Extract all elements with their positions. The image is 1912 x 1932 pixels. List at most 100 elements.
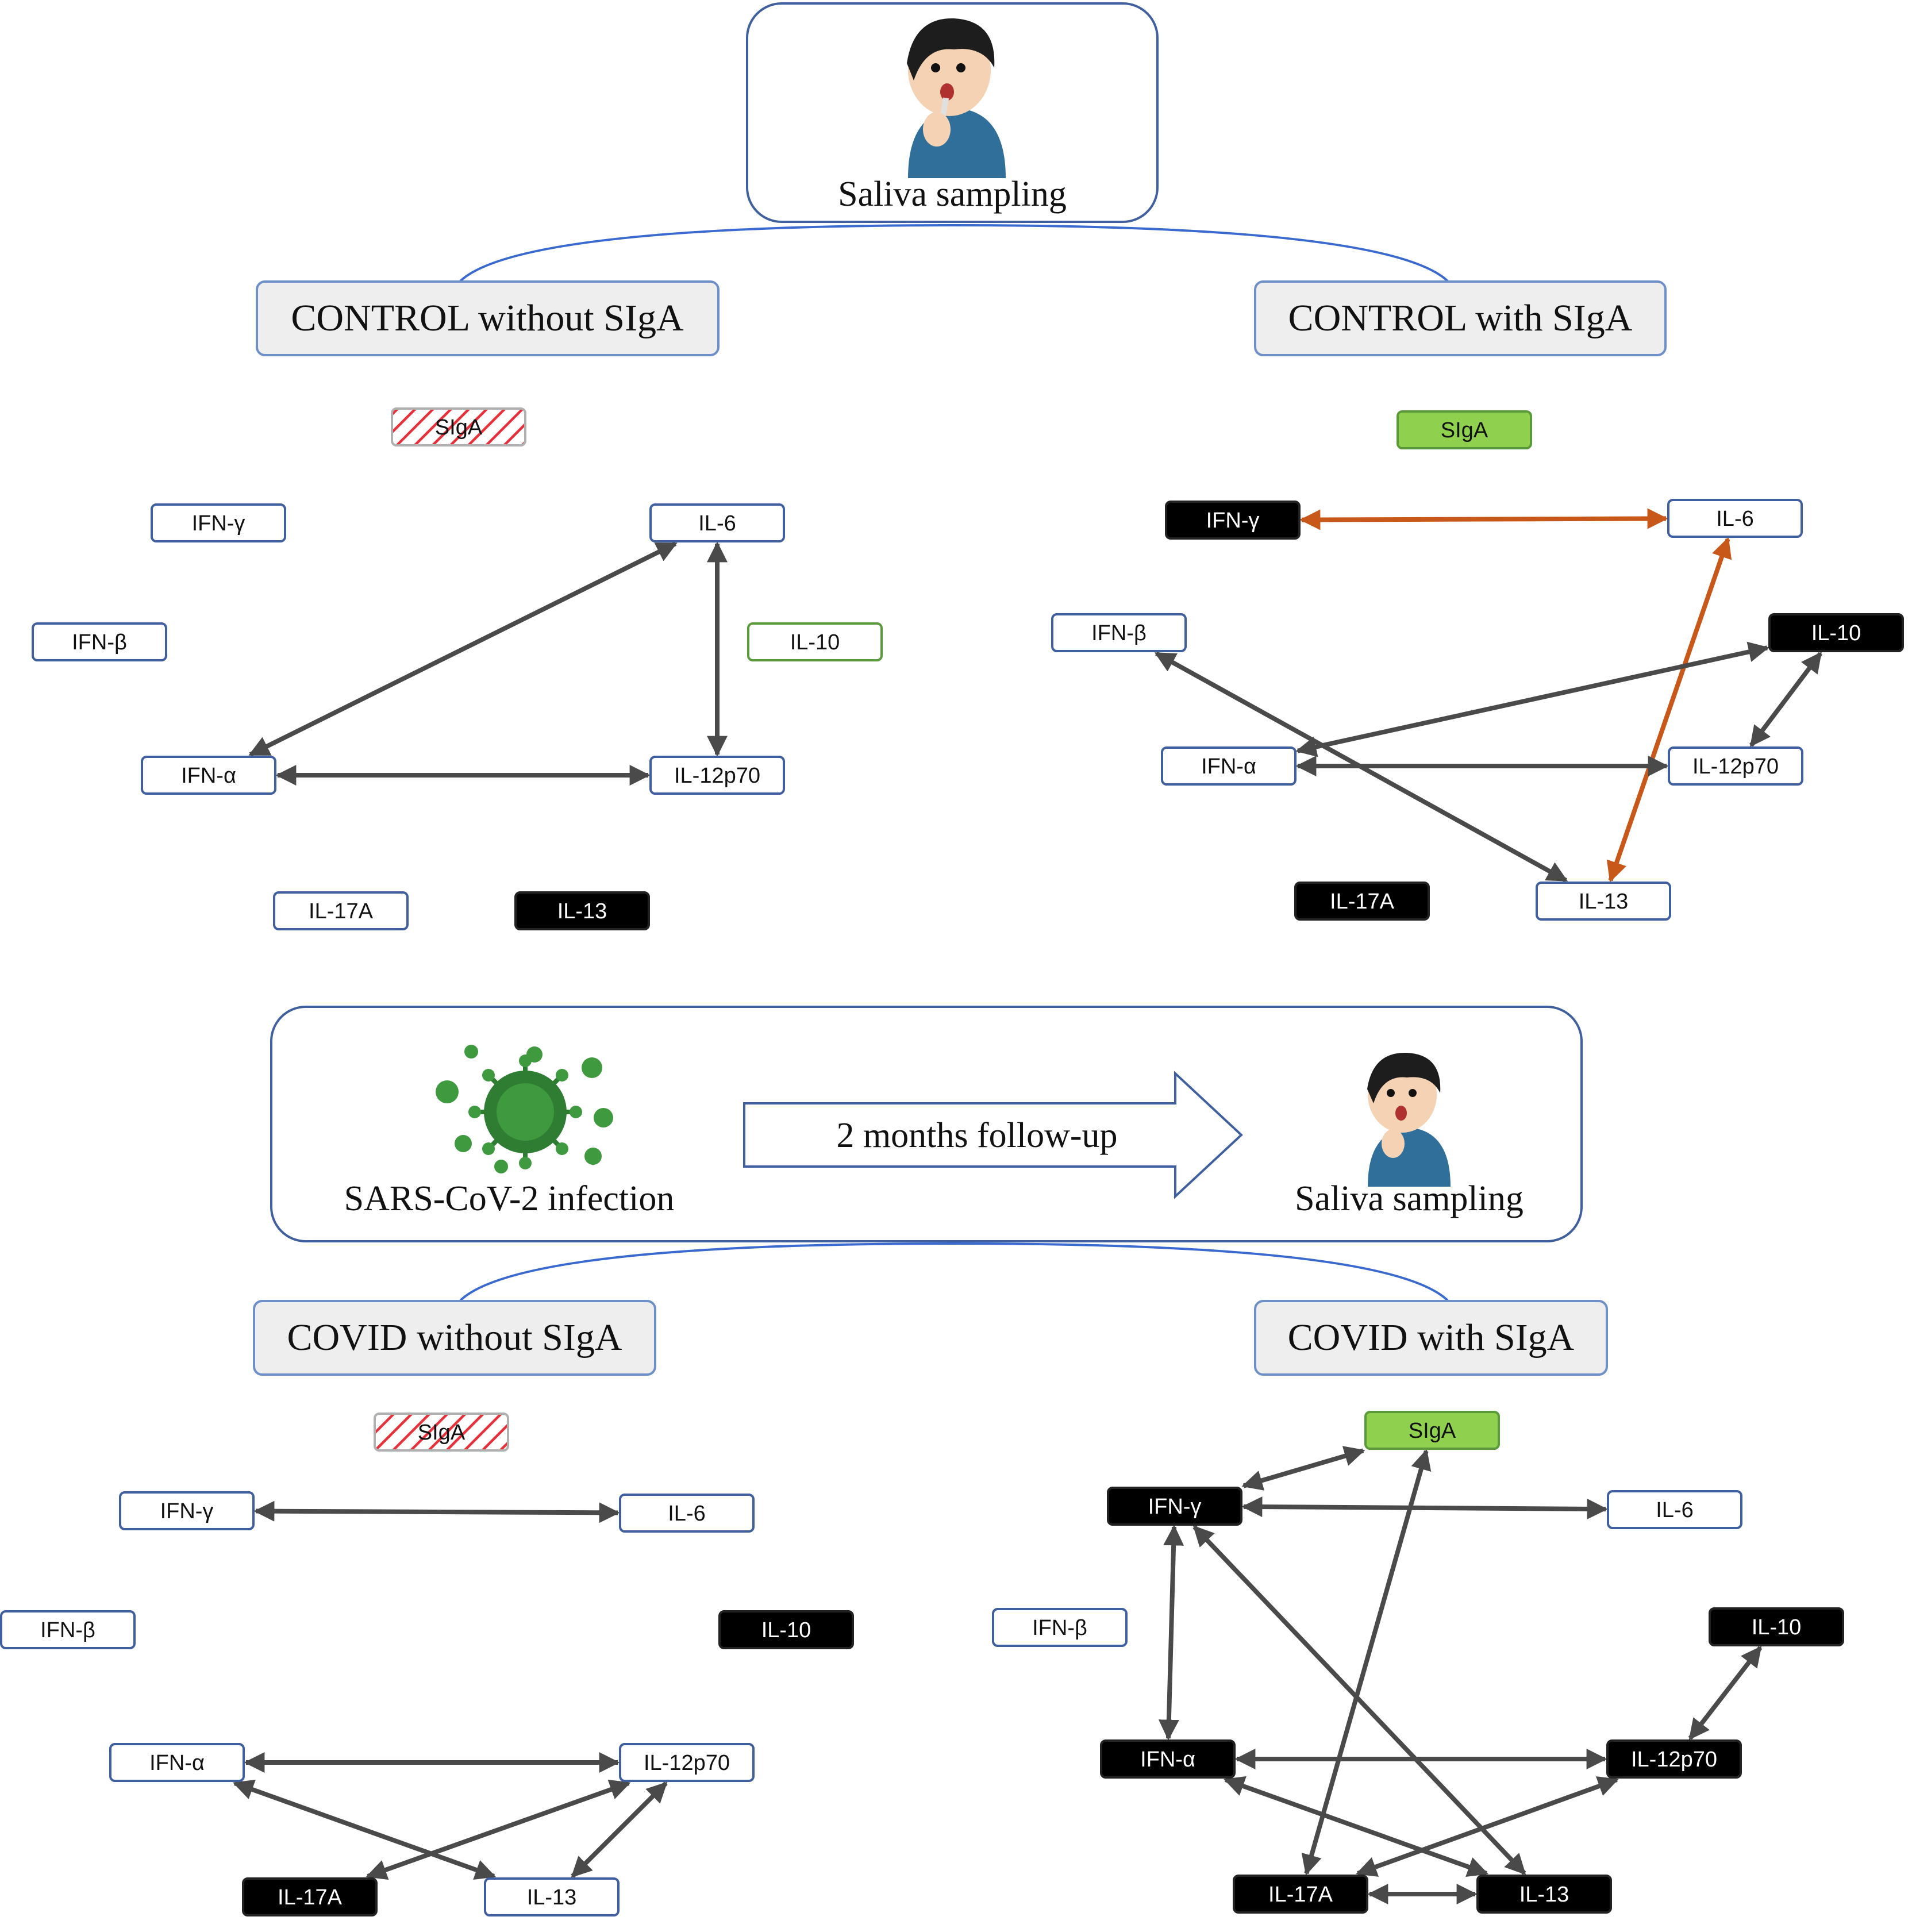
node-ifn-b: IFN-β [32,622,167,661]
edge-IL-10-IL-12p70 [1749,652,1823,747]
node-label: IL-17A [1268,1883,1333,1907]
node-label: IFN-β [1091,621,1147,645]
node-label: IFN-α [1140,1748,1195,1772]
node-label: SIgA [1409,1419,1456,1443]
node-label: IL-12p70 [1692,755,1779,779]
node-label: IL-6 [1716,507,1753,531]
node-il-13: IL-13 [1536,882,1671,921]
panel-header-control-without: CONTROL without SIgA [256,280,720,356]
edge-IFN-a-IL-13 [232,1780,497,1880]
node-label: IFN-α [1201,755,1256,779]
infection-label: SARS-CoV-2 infection [344,1179,675,1218]
panel-title: COVID with SIgA [1288,1317,1575,1358]
panel-title: COVID without SIgA [287,1317,622,1358]
virus-icon [436,1045,613,1173]
node-il-17a: IL-17A [1294,882,1430,921]
panel-header-covid-with: COVID with SIgA [1254,1300,1608,1376]
node-il-12p70: IL-12p70 [1668,746,1803,786]
node-ifn-g: IFN-γ [1165,501,1301,540]
node-il-12p70: IL-12p70 [649,756,785,795]
node-label: IL-10 [1752,1615,1802,1639]
node-ifn-g: IFN-γ [151,503,286,542]
node-il-17a: IL-17A [1233,1875,1368,1914]
node-il-6: IL-6 [1667,499,1803,538]
node-ifn-a: IFN-α [109,1743,245,1782]
followup-arrow [743,1071,1243,1199]
person-icon [907,18,1006,178]
node-label: IL-6 [668,1502,705,1526]
edge-IL-12p70-IL-17A [1356,1776,1619,1877]
edge-IL-6-IL-13 [1606,537,1732,883]
node-il-13: IL-13 [484,1877,620,1916]
edge-IL-12p70-IL-13 [571,1781,668,1878]
node-ifn-a: IFN-α [1161,746,1297,786]
node-label: IL-13 [527,1885,577,1910]
node-label: IL-10 [790,630,840,655]
edge-IFN-g-IL-6 [253,1500,620,1523]
node-ifn-g: IFN-γ [1107,1487,1242,1526]
node-ifn-a: IFN-α [1100,1739,1236,1779]
node-il-13: IL-13 [1476,1875,1612,1914]
edge-IFN-g-IL-6 [1241,1496,1608,1519]
node-label: IFN-γ [192,511,245,536]
node-label: SIgA [1441,418,1488,442]
node-ifn-b: IFN-β [992,1608,1128,1647]
node-label: IL-10 [1811,621,1861,645]
node-label: IL-13 [557,899,607,923]
top-saliva-label: Saliva sampling [838,175,1067,214]
node-il-12p70: IL-12p70 [1606,1739,1742,1779]
edge-IL-10-IL-12p70 [1688,1646,1763,1740]
node-il-17a: IL-17A [242,1877,378,1916]
node-label: SIgA [418,1421,466,1445]
node-label: IL-10 [761,1618,811,1642]
node-label: IFN-α [149,1751,205,1775]
node-label: IFN-β [40,1618,95,1642]
node-label: IL-17A [278,1885,343,1910]
node-label: IL-6 [698,511,736,536]
node-label: IL-13 [1579,890,1629,914]
node-label: IL-13 [1519,1883,1569,1907]
node-siga: SIgA [391,407,526,447]
node-ifn-b: IFN-β [0,1610,136,1649]
node-il-6: IL-6 [619,1494,755,1533]
node-il-17a: IL-17A [273,891,409,930]
node-label: IFN-β [72,630,127,655]
node-siga: SIgA [1364,1411,1500,1450]
node-ifn-a: IFN-α [141,756,276,795]
saliva-sampling-box: Saliva sampling [746,2,1159,223]
node-label: IFN-γ [160,1499,214,1523]
node-siga: SIgA [374,1413,509,1452]
top-connector [459,224,1449,283]
node-label: IFN-α [181,764,236,788]
bottom-saliva-label: Saliva sampling [1295,1179,1524,1218]
node-il-10: IL-10 [747,622,883,661]
node-label: IFN-γ [1148,1495,1202,1519]
edge-IFN-g-IL-6 [1299,508,1668,530]
node-label: IL-12p70 [644,1751,730,1775]
node-siga: SIgA [1397,410,1532,449]
node-il-10: IL-10 [1768,613,1904,652]
node-il-6: IL-6 [1607,1490,1742,1529]
node-label: IL-6 [1656,1498,1693,1522]
edge-IL-10-IFN-a [1295,641,1769,757]
node-label: IFN-γ [1206,509,1260,533]
node-label: IFN-β [1032,1616,1087,1640]
node-il-6: IL-6 [649,503,785,542]
node-ifn-g: IFN-γ [119,1491,255,1530]
followup-label: 2 months follow-up [836,1116,1117,1155]
panel-title: CONTROL without SIgA [291,297,684,339]
node-label: IL-17A [309,899,374,923]
node-il-13: IL-13 [514,891,650,930]
person-icon [1367,1052,1451,1187]
panel-header-control-with: CONTROL with SIgA [1254,280,1667,356]
node-label: SIgA [435,415,483,440]
node-il-10: IL-10 [718,1610,854,1649]
node-ifn-b: IFN-β [1051,613,1187,652]
edge-IL-6-IFN-a [248,541,678,757]
